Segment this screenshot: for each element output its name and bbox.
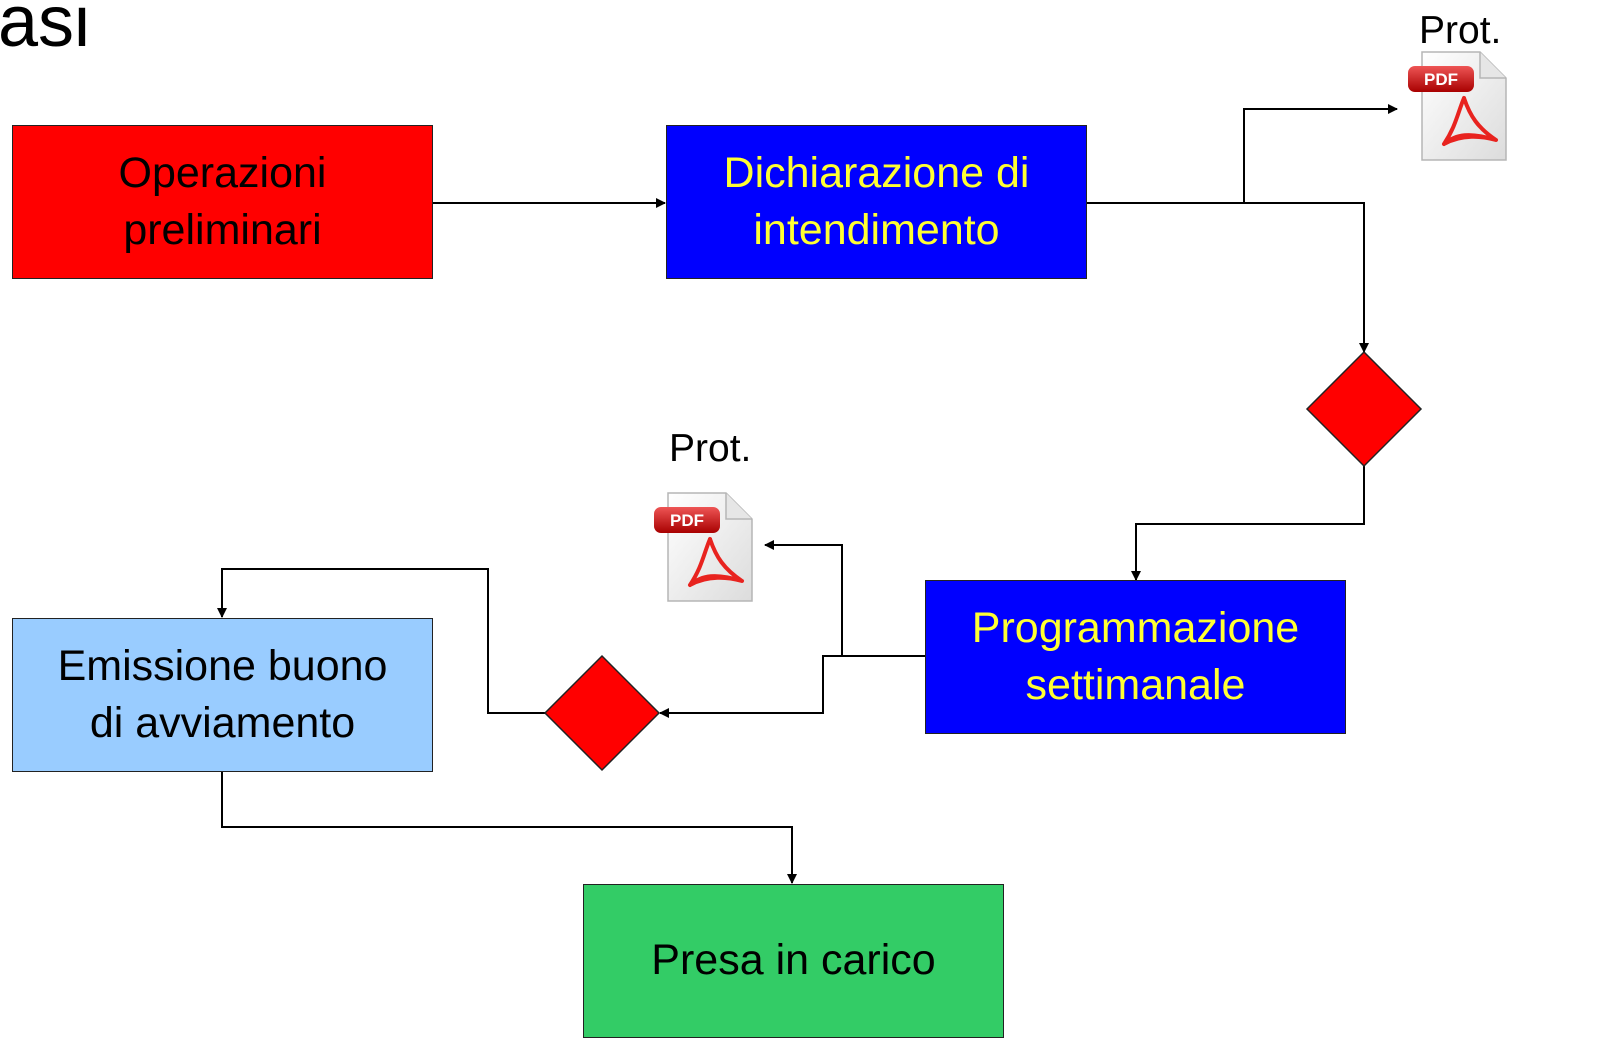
- pdf-icon[interactable]: PDF: [1406, 48, 1510, 164]
- connector-decision-emissione: [217, 568, 545, 714]
- connector-programmazione-pdf: [764, 540, 925, 657]
- node-label-line2: settimanale: [1025, 661, 1246, 709]
- node-emissione-buono-di-avviamento: Emissione buono di avviamento: [12, 618, 433, 772]
- node-label-line2: di avviamento: [89, 699, 356, 747]
- document-label: Prot.: [669, 427, 752, 470]
- connector-emissione-presa: [221, 772, 797, 884]
- document-label: Prot.: [1419, 9, 1502, 52]
- pdf-icon[interactable]: PDF: [652, 489, 756, 605]
- node-label-line1: Dichiarazione di: [723, 148, 1030, 197]
- connector-decision-programmazione: [1131, 466, 1365, 581]
- node-label-line1: Programmazione: [971, 603, 1300, 652]
- connector-programmazione-decision: [659, 655, 925, 718]
- connector-dichiarazione-decision: [1087, 202, 1369, 353]
- connector-dichiarazione-pdf: [1087, 104, 1398, 204]
- node-label: Presa in carico: [651, 936, 936, 985]
- decision-diamond: [543, 654, 661, 772]
- node-label-line2: preliminari: [123, 206, 322, 254]
- node-presa-in-carico: Presa in carico: [583, 884, 1004, 1038]
- decision-diamond: [1305, 350, 1423, 468]
- pdf-badge-text: PDF: [1424, 70, 1458, 89]
- node-programmazione-settimanale: Programmazione settimanale: [925, 580, 1346, 734]
- node-label-line2: intendimento: [753, 206, 1000, 254]
- node-dichiarazione-di-intendimento: Dichiarazione di intendimento: [666, 125, 1087, 279]
- node-operazioni-preliminari: Operazioni preliminari: [12, 125, 433, 279]
- pdf-badge-text: PDF: [670, 511, 704, 530]
- node-label-line1: Emissione buono: [57, 641, 388, 690]
- page-title: asi: [0, 0, 91, 62]
- node-label-line1: Operazioni: [118, 148, 327, 197]
